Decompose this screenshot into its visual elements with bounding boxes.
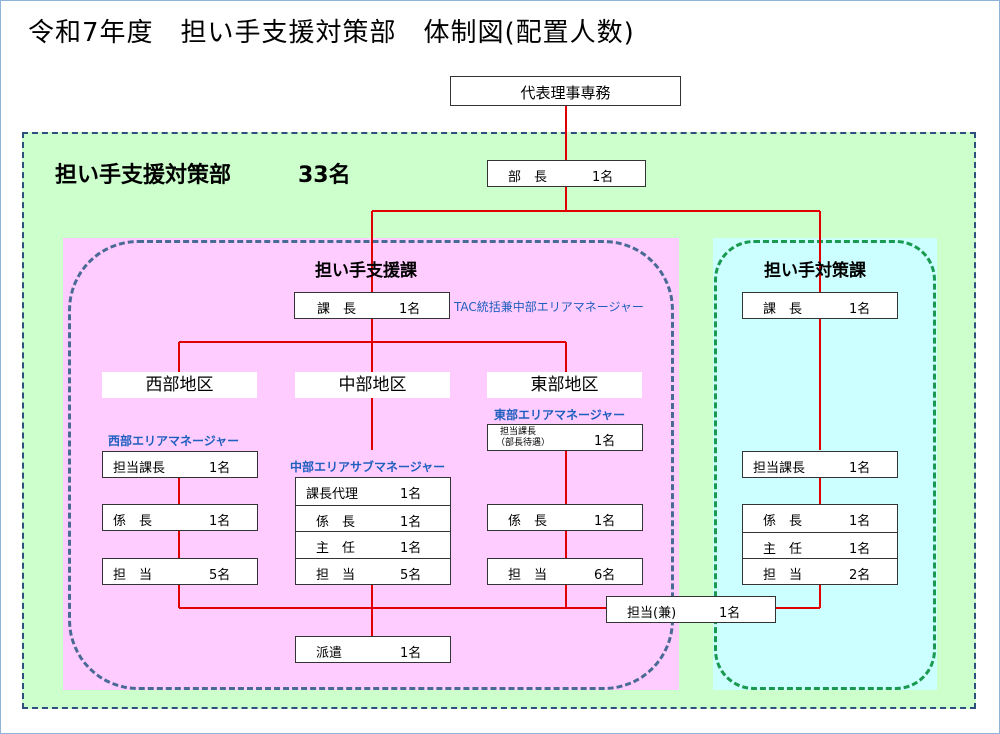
west-row-label: 担当課長 bbox=[113, 461, 166, 476]
west-row-count: 5名 bbox=[209, 568, 231, 583]
department-count: 33名 bbox=[298, 163, 351, 188]
central-row-label: 担 当 bbox=[316, 568, 356, 583]
west-row-count: 1名 bbox=[209, 514, 231, 529]
central-row-count: 1名 bbox=[400, 487, 422, 502]
section2-row: 主 任 1名 bbox=[743, 532, 897, 559]
section1-chief-note: TAC統括兼中部エリアマネージャー bbox=[454, 300, 644, 314]
east-top-label-2: （部長待遇） bbox=[496, 438, 551, 448]
dispatch-count: 1名 bbox=[400, 646, 422, 661]
section2-asst-count: 1名 bbox=[849, 461, 871, 476]
section2-row-count: 1名 bbox=[849, 514, 871, 529]
central-row-count: 5名 bbox=[400, 568, 422, 583]
department-name: 担い手支援対策部 bbox=[55, 163, 232, 188]
concurrent-label: 担当(兼) bbox=[627, 606, 677, 621]
central-row: 係 長 1名 bbox=[296, 505, 450, 532]
section2-chief-count: 1名 bbox=[849, 302, 871, 317]
dispatch-label: 派遣 bbox=[316, 646, 343, 661]
east-top-label-1: 担当課長 bbox=[500, 427, 537, 437]
central-row-label: 係 長 bbox=[316, 515, 356, 530]
west-row-3: 担 当 5名 bbox=[102, 558, 258, 585]
section1-chief-count: 1名 bbox=[399, 302, 421, 317]
region-west: 西部地区 bbox=[102, 372, 257, 398]
west-row-2: 係 長 1名 bbox=[102, 504, 258, 531]
section2-row-count: 2名 bbox=[849, 568, 871, 583]
section1-chief-box: 課 長 1名 bbox=[294, 292, 450, 319]
section2-table: 係 長 1名 主 任 1名 担 当 2名 bbox=[742, 504, 898, 585]
central-manager-note: 中部エリアサブマネージャー bbox=[290, 460, 446, 474]
west-row-label: 係 長 bbox=[113, 514, 153, 529]
central-row-count: 1名 bbox=[400, 515, 422, 530]
concurrent-box: 担当(兼) 1名 bbox=[606, 596, 776, 623]
east-row-label: 担 当 bbox=[508, 568, 548, 583]
central-row: 主 任 1名 bbox=[296, 531, 450, 558]
central-row: 担 当 5名 bbox=[296, 558, 450, 585]
section1-title: 担い手支援課 bbox=[315, 261, 417, 281]
dept-head-count: 1名 bbox=[592, 170, 614, 185]
dept-head-label: 部 長 bbox=[508, 170, 548, 185]
central-row: 課長代理 1名 bbox=[296, 478, 450, 504]
east-top-count: 1名 bbox=[594, 434, 616, 449]
west-row-label: 担 当 bbox=[113, 568, 153, 583]
west-row-count: 1名 bbox=[209, 461, 231, 476]
east-row-1: 係 長 1名 bbox=[487, 504, 643, 531]
section2-row: 係 長 1名 bbox=[743, 505, 897, 531]
section2-chief-box: 課 長 1名 bbox=[742, 292, 898, 319]
east-row-count: 1名 bbox=[594, 514, 616, 529]
central-row-label: 主 任 bbox=[316, 541, 356, 556]
concurrent-count: 1名 bbox=[719, 606, 741, 621]
section2-asst-label: 担当課長 bbox=[753, 461, 806, 476]
section2-row-label: 担 当 bbox=[763, 568, 803, 583]
section2-chief-label: 課 長 bbox=[763, 302, 803, 317]
page-title: 令和7年度 担い手支援対策部 体制図(配置人数) bbox=[28, 18, 635, 48]
section2-row-count: 1名 bbox=[849, 542, 871, 557]
east-row-2: 担 当 6名 bbox=[487, 558, 643, 585]
central-row-label: 課長代理 bbox=[306, 487, 359, 502]
west-manager-note: 西部エリアマネージャー bbox=[108, 434, 240, 448]
section1-chief-label: 課 長 bbox=[317, 302, 357, 317]
region-central: 中部地区 bbox=[295, 372, 450, 398]
east-row-label: 係 長 bbox=[508, 514, 548, 529]
east-manager-note: 東部エリアマネージャー bbox=[494, 408, 626, 422]
east-row-count: 6名 bbox=[594, 568, 616, 583]
section2-title: 担い手対策課 bbox=[764, 261, 866, 281]
dept-head-box: 部 長 1名 bbox=[487, 160, 646, 187]
section2-row-label: 係 長 bbox=[763, 514, 803, 529]
section2-asst-box: 担当課長 1名 bbox=[742, 451, 898, 478]
region-east: 東部地区 bbox=[487, 372, 642, 398]
top-office-label: 代表理事専務 bbox=[520, 84, 611, 102]
section2-row-label: 主 任 bbox=[763, 542, 803, 557]
central-table: 課長代理 1名 係 長 1名 主 任 1名 担 当 5名 bbox=[295, 477, 451, 585]
section2-row: 担 当 2名 bbox=[743, 558, 897, 585]
section2-border bbox=[714, 240, 936, 690]
top-office-box: 代表理事専務 bbox=[450, 76, 681, 106]
central-row-count: 1名 bbox=[400, 541, 422, 556]
dispatch-box: 派遣 1名 bbox=[295, 636, 451, 663]
east-top-box: 担当課長 （部長待遇） 1名 bbox=[487, 424, 643, 451]
west-row-1: 担当課長 1名 bbox=[102, 451, 258, 478]
